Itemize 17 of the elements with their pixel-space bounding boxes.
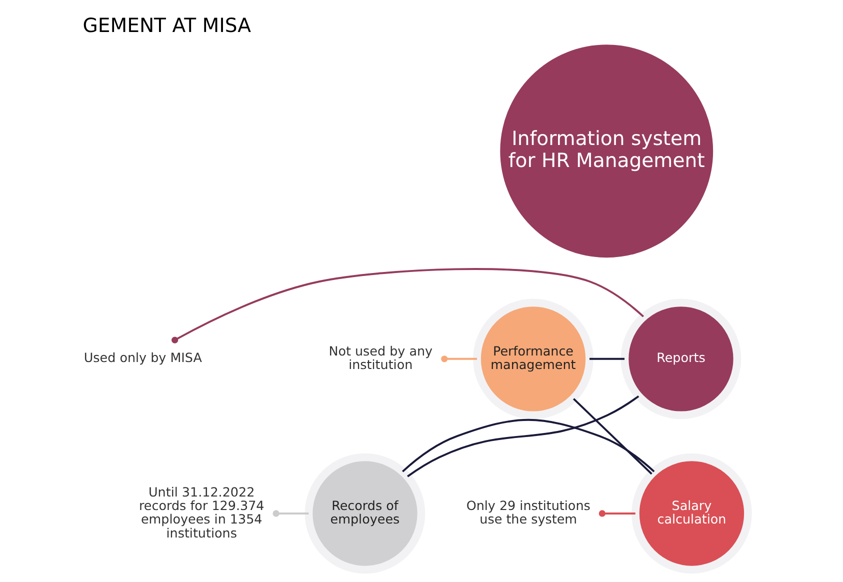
connector (172, 268, 644, 344)
node-text: Until 31.12.2022 records for 129.374 employees in 1354 institutions (138, 484, 264, 540)
connector (590, 358, 625, 360)
node-text: Not used by any institution (328, 343, 433, 372)
node-text: Used only by MISA (84, 350, 202, 366)
connector (441, 356, 477, 362)
connector (598, 510, 636, 517)
node-circle: Performance management (473, 298, 594, 420)
node-circle: Reports (620, 298, 742, 420)
connector (402, 418, 655, 472)
node-text: Only 29 institutions use the system (466, 498, 590, 527)
connector (572, 398, 652, 475)
node-circle: Salary calculation (632, 453, 752, 574)
node-circle: Records of employees (304, 453, 426, 574)
diagram-title: GEMENT AT MISA (82, 14, 252, 37)
connector (272, 510, 309, 517)
connector (407, 395, 640, 478)
